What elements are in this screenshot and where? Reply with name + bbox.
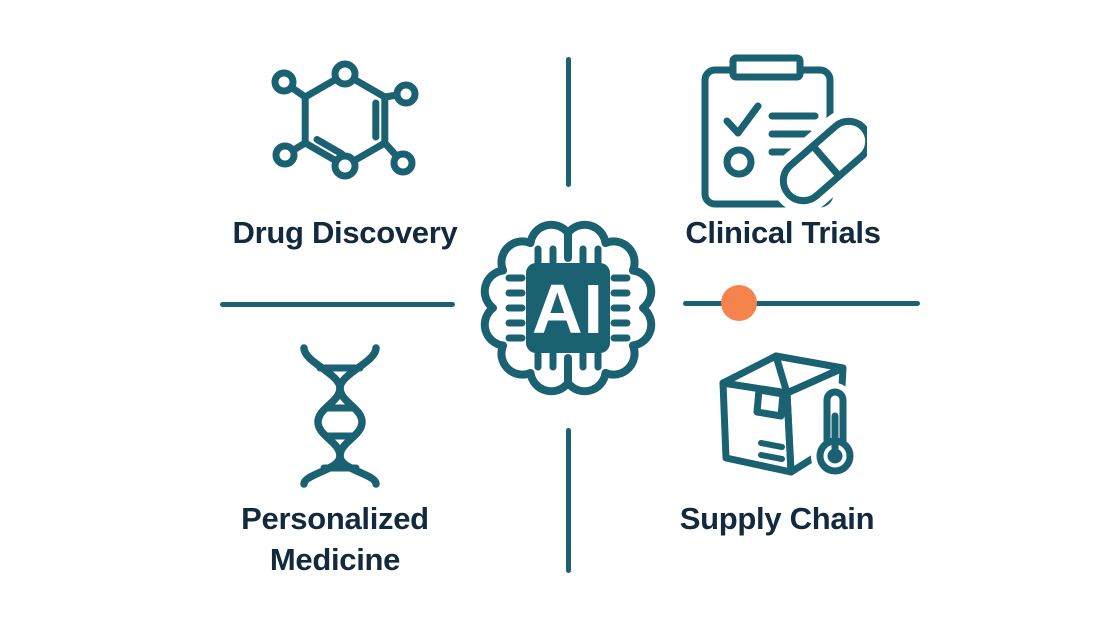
quadrant-label-personalized-medicine: Personalized Medicine (185, 498, 485, 580)
ai-brain-chip-icon: AI (480, 220, 656, 396)
molecule-icon (271, 60, 419, 180)
divider-horizontal-left (220, 302, 455, 307)
label-line-1: Personalized (241, 501, 429, 536)
accent-dot (721, 285, 757, 321)
divider-vertical-bottom (566, 428, 571, 573)
shipping-box-thermometer-icon (719, 352, 859, 480)
quadrant-label-drug-discovery: Drug Discovery (232, 215, 458, 250)
dna-helix-icon (300, 344, 380, 488)
clipboard-checklist-pill-icon (701, 54, 867, 212)
quadrant-label-supply-chain: Supply Chain (679, 501, 875, 536)
divider-horizontal-right (683, 301, 920, 306)
label-line-2: Medicine (269, 542, 401, 578)
quadrant-label-clinical-trials: Clinical Trials (685, 215, 881, 250)
chip-label-text: AI (532, 270, 604, 348)
divider-vertical-top (566, 57, 571, 187)
